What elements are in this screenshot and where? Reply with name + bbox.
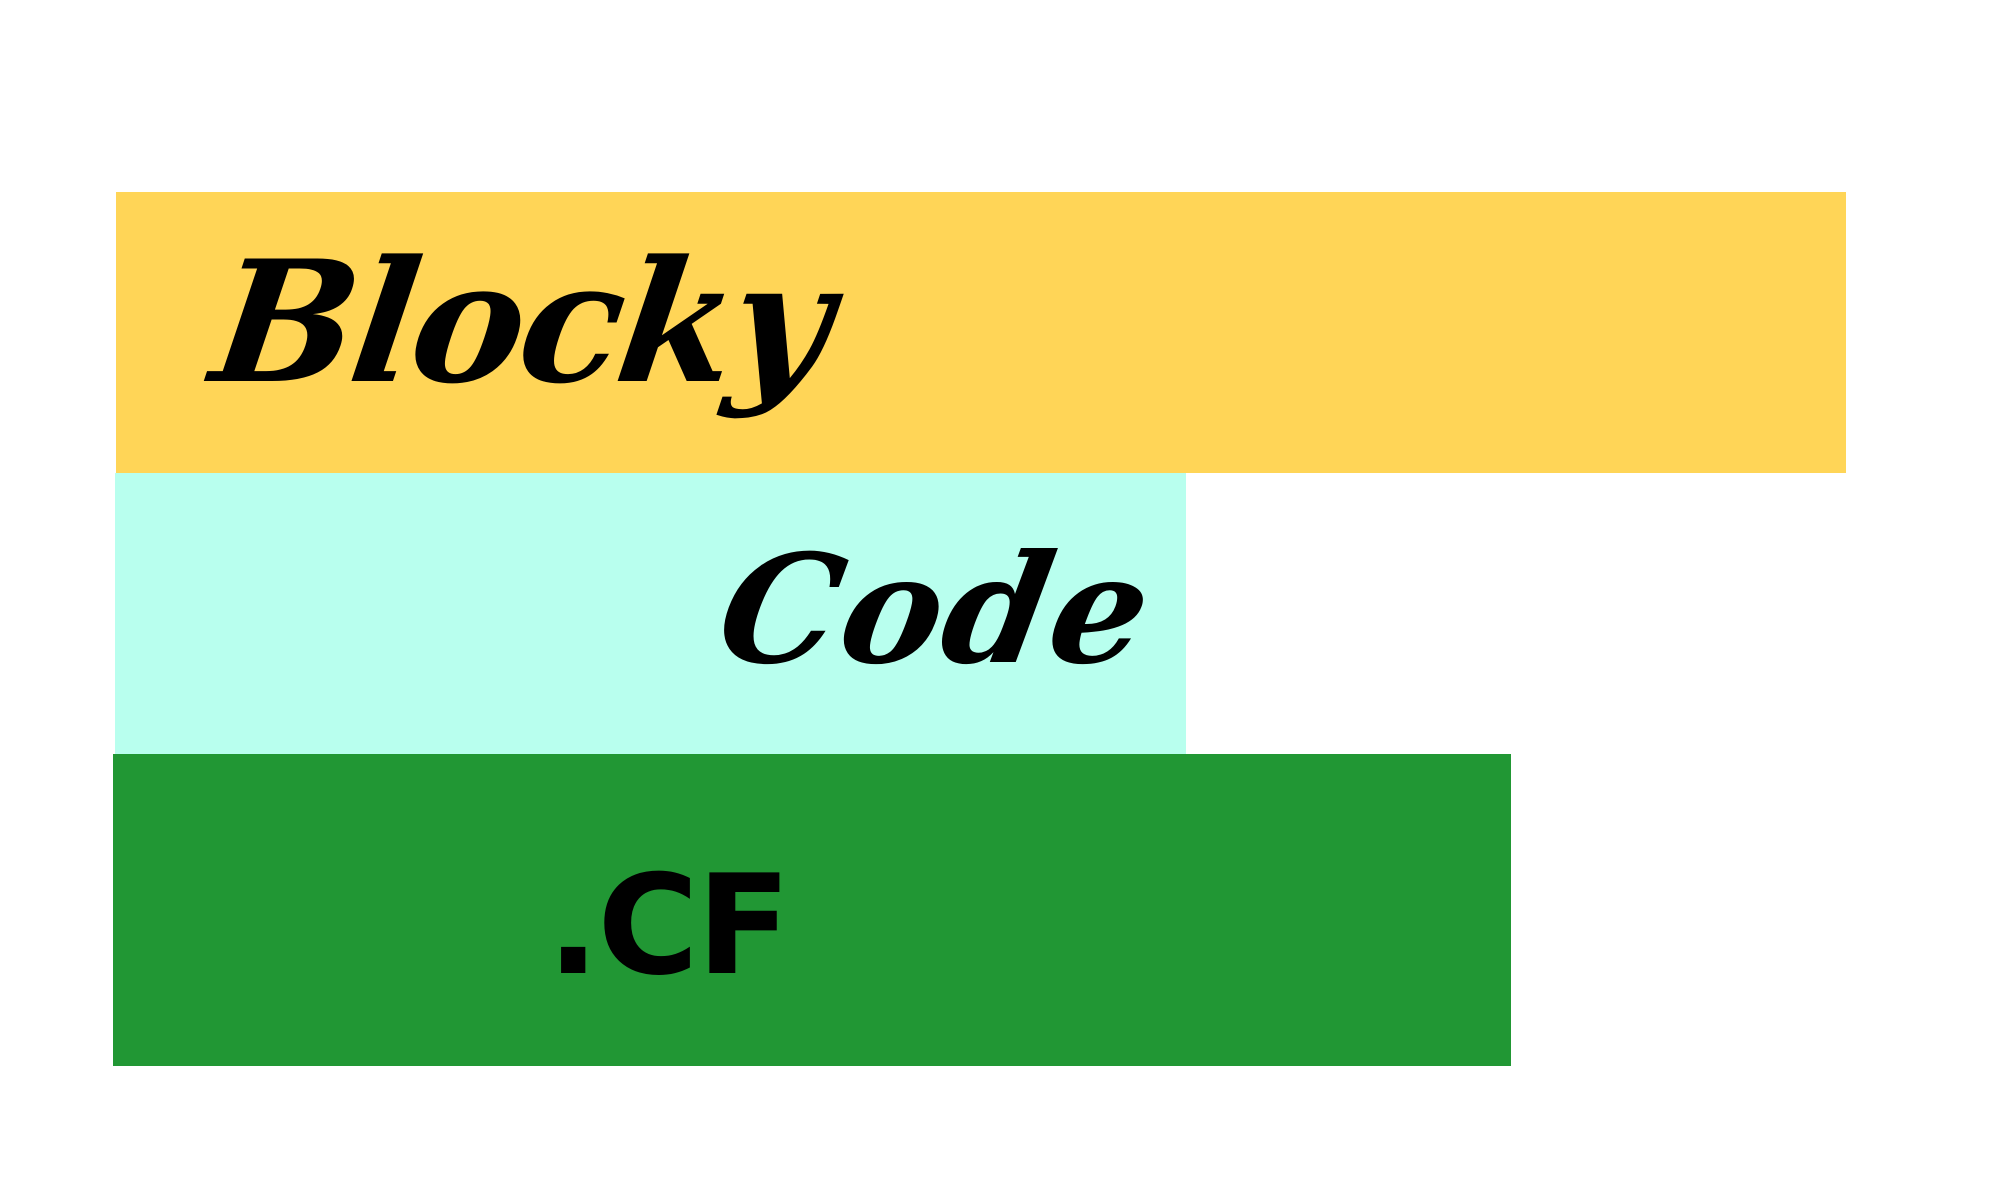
logo-band-green: .CF bbox=[113, 754, 1511, 1066]
logo-word-cf: .CF bbox=[547, 845, 791, 1006]
logo-band-mint: Code bbox=[115, 473, 1186, 754]
logo-word-code: Code bbox=[706, 522, 1166, 698]
logo-band-yellow: Blocky bbox=[116, 192, 1846, 473]
logo-word-blocky: Blocky bbox=[202, 223, 841, 421]
